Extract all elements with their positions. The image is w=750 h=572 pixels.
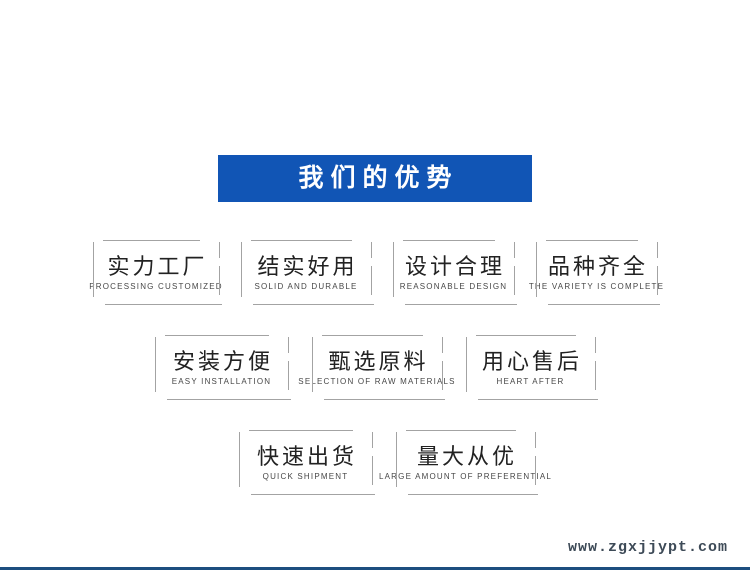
frame-line <box>441 361 443 390</box>
advantage-subtitle: THE VARIETY IS COMPLETE <box>528 282 665 292</box>
footer-divider-bar <box>0 567 750 570</box>
frame-line <box>405 430 516 431</box>
frame-line <box>287 337 289 353</box>
frame-line <box>594 361 596 390</box>
advantage-card-quick-shipment: 快速出货 QUICK SHIPMENT <box>238 430 375 495</box>
frame-line <box>250 240 352 241</box>
advantage-card-bulk-discount: 量大从优 LARGE AMOUNT OF PREFERENTIAL <box>379 430 551 495</box>
advantage-card-solid-durable: 结实好用 SOLID AND DURABLE <box>240 240 374 305</box>
frame-line <box>404 304 517 305</box>
frame-line <box>475 335 576 336</box>
advantage-card-selected-materials: 甄选原料 SELECTION OF RAW MATERIALS <box>298 335 455 400</box>
advantage-card-complete-variety: 品种齐全 THE VARIETY IS COMPLETE <box>529 240 663 305</box>
advantage-title: 用心售后 <box>481 348 582 374</box>
advantage-title: 品种齐全 <box>547 253 648 279</box>
frame-line <box>392 242 394 297</box>
frame-line <box>248 430 353 431</box>
frame-line <box>594 337 596 353</box>
advantage-title: 安装方便 <box>172 348 273 374</box>
advantage-title: 实力工厂 <box>107 253 208 279</box>
frame-line <box>371 456 373 485</box>
advantages-row-3: 快速出货 QUICK SHIPMENT 量大从优 LARGE AMOUNT OF… <box>0 430 750 495</box>
frame-line <box>370 266 372 295</box>
advantage-subtitle: EASY INSTALLATION <box>171 377 272 387</box>
advantage-title: 设计合理 <box>404 253 505 279</box>
frame-line <box>238 432 240 487</box>
frame-line <box>252 304 374 305</box>
frame-line <box>321 335 423 336</box>
frame-line <box>535 242 537 297</box>
advantage-title: 甄选原料 <box>328 348 429 374</box>
frame-line <box>287 361 289 390</box>
frame-line <box>395 432 397 487</box>
advantage-card-after-sales: 用心售后 HEART AFTER <box>465 335 598 400</box>
advantages-row-2: 安装方便 EASY INSTALLATION 甄选原料 SELECTION OF… <box>0 335 750 400</box>
frame-line <box>218 242 220 258</box>
frame-line <box>250 494 375 495</box>
frame-line <box>323 399 445 400</box>
frame-line <box>465 337 467 392</box>
advantage-subtitle: HEART AFTER <box>496 377 565 387</box>
frame-line <box>92 242 94 297</box>
frame-line <box>218 266 220 295</box>
website-url: www.zgxjjypt.com <box>567 539 728 556</box>
advantage-card-easy-installation: 安装方便 EASY INSTALLATION <box>154 335 291 400</box>
frame-line <box>166 399 291 400</box>
frame-line <box>371 432 373 448</box>
frame-line <box>547 304 660 305</box>
advantage-subtitle: PROCESSING CUSTOMIZED <box>89 282 223 292</box>
frame-line <box>402 240 495 241</box>
advantage-title: 量大从优 <box>416 443 517 469</box>
frame-line <box>534 456 536 485</box>
advantage-card-strong-factory: 实力工厂 PROCESSING CUSTOMIZED <box>89 240 222 305</box>
frame-line <box>311 337 313 392</box>
advantage-card-reasonable-design: 设计合理 REASONABLE DESIGN <box>392 240 517 305</box>
advantage-subtitle: SELECTION OF RAW MATERIALS <box>298 377 456 387</box>
section-header-banner: 我们的优势 <box>218 155 532 202</box>
frame-line <box>164 335 269 336</box>
frame-line <box>104 304 222 305</box>
advantage-subtitle: REASONABLE DESIGN <box>399 282 508 292</box>
frame-line <box>545 240 638 241</box>
advantage-title: 快速出货 <box>256 443 357 469</box>
frame-line <box>513 242 515 258</box>
advantage-title: 结实好用 <box>257 253 358 279</box>
frame-line <box>656 266 658 295</box>
advantage-subtitle: SOLID AND DURABLE <box>254 282 358 292</box>
frame-line <box>441 337 443 353</box>
advantage-subtitle: QUICK SHIPMENT <box>262 472 349 482</box>
frame-line <box>370 242 372 258</box>
frame-line <box>534 432 536 448</box>
section-title: 我们的优势 <box>298 164 459 192</box>
advantages-row-1: 实力工厂 PROCESSING CUSTOMIZED 结实好用 SOLID AN… <box>0 240 750 305</box>
frame-line <box>407 494 538 495</box>
frame-line <box>477 399 598 400</box>
frame-line <box>656 242 658 258</box>
frame-line <box>102 240 200 241</box>
frame-line <box>513 266 515 295</box>
frame-line <box>240 242 242 297</box>
advantage-subtitle: LARGE AMOUNT OF PREFERENTIAL <box>378 472 553 482</box>
frame-line <box>154 337 156 392</box>
